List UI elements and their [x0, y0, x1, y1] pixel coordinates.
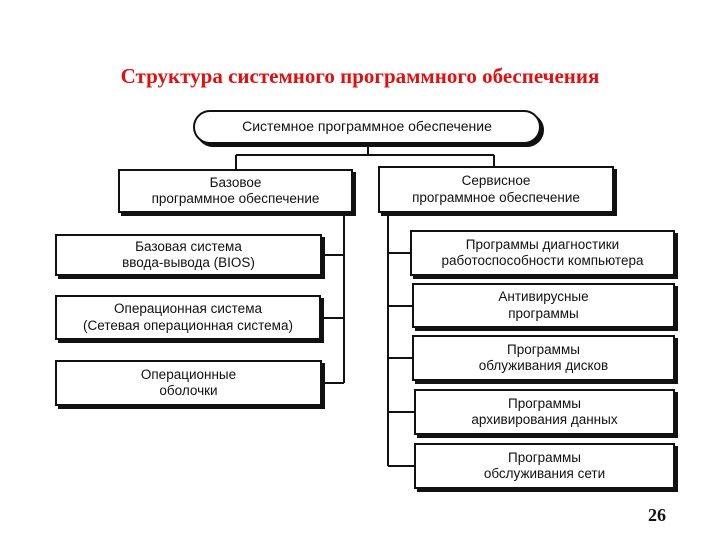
node-bios: Базовая система ввода-вывода (BIOS)	[55, 234, 322, 276]
node-operating-system: Операционная система (Сетевая операционн…	[55, 295, 321, 340]
node-network-programs: Программы обслуживания сети	[414, 443, 675, 489]
root-node-system-software: Системное программное обеспечение	[193, 110, 541, 144]
slide-title: Структура системного программного обеспе…	[120, 64, 600, 88]
node-antivirus-programs: Антивирусные программы	[412, 283, 675, 328]
node-diagnostics-programs: Программы диагностики работоспособности …	[410, 230, 675, 276]
node-service-software: Сервисное программное обеспечение	[378, 166, 614, 213]
node-disk-programs: Программы облуживания дисков	[412, 335, 675, 381]
node-base-software: Базовое программное обеспечение	[118, 169, 353, 213]
node-os-shells: Операционные оболочки	[55, 360, 322, 406]
node-archiving-programs: Программы архивирования данных	[414, 389, 675, 435]
page-number: 26	[648, 505, 666, 525]
